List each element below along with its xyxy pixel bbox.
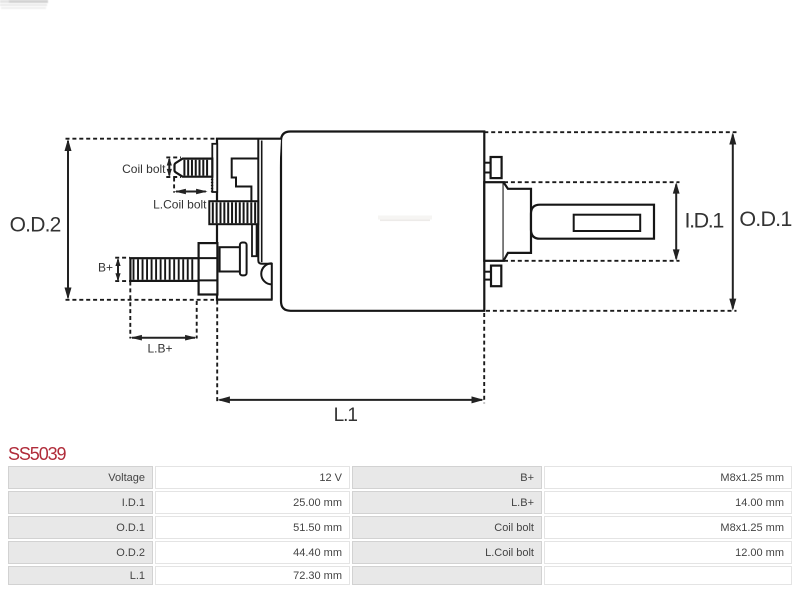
svg-text:I.D.1: I.D.1 (685, 208, 724, 232)
svg-text:O.D.1: O.D.1 (739, 207, 791, 231)
svg-text:L.Coil bolt: L.Coil bolt (153, 197, 207, 211)
svg-text:L.B+: L.B+ (147, 341, 172, 355)
svg-text:O.D.2: O.D.2 (10, 214, 61, 237)
svg-text:L.1: L.1 (334, 405, 358, 426)
svg-text:B+: B+ (98, 261, 113, 275)
svg-text:Coil bolt: Coil bolt (122, 162, 166, 176)
